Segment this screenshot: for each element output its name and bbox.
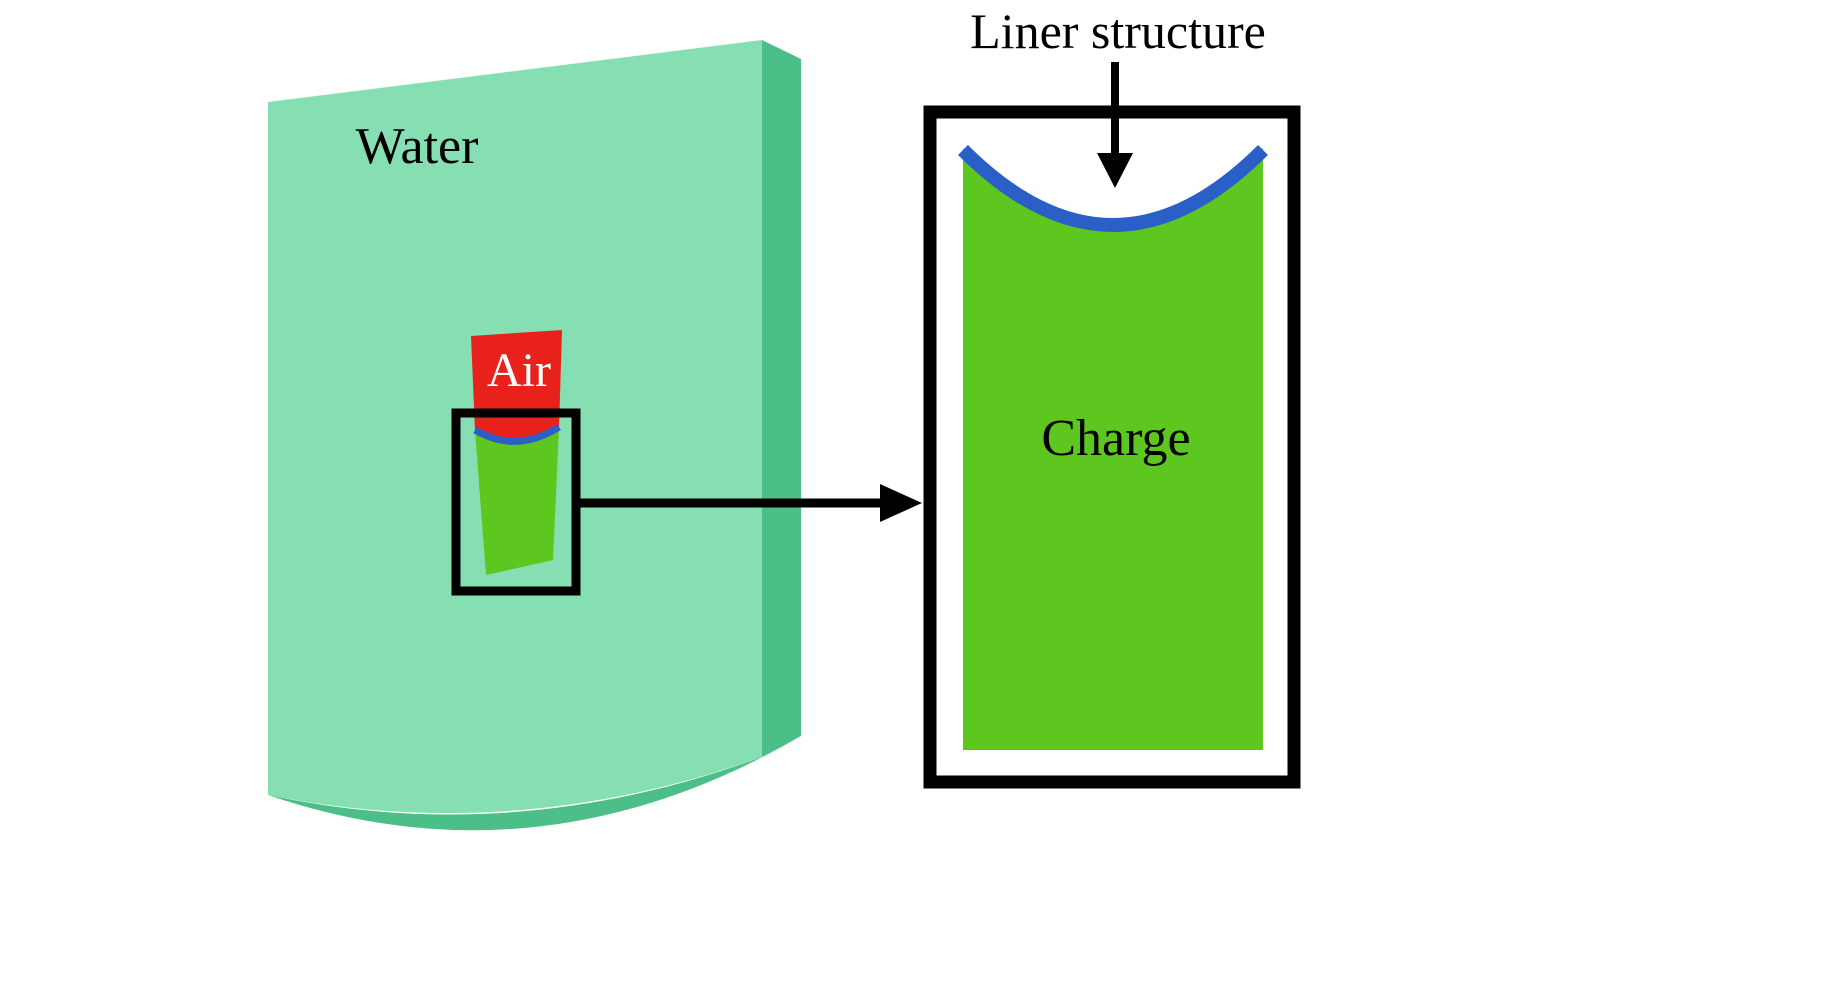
water-label: Water	[356, 118, 479, 175]
zoom-arrow-head	[880, 484, 922, 522]
charge-column-small	[475, 428, 559, 575]
liner-curve-large	[958, 145, 1268, 232]
liner-arrow-head	[1097, 153, 1133, 188]
water-block-bottom-face	[268, 736, 801, 831]
liner-label: Liner structure	[970, 3, 1266, 59]
charge-region	[963, 148, 1263, 750]
water-block-side-face	[762, 40, 801, 757]
charge-label: Charge	[1041, 410, 1190, 467]
inset-box	[451, 408, 581, 596]
liner-curve-small	[473, 424, 561, 445]
air-label: Air	[487, 344, 551, 397]
